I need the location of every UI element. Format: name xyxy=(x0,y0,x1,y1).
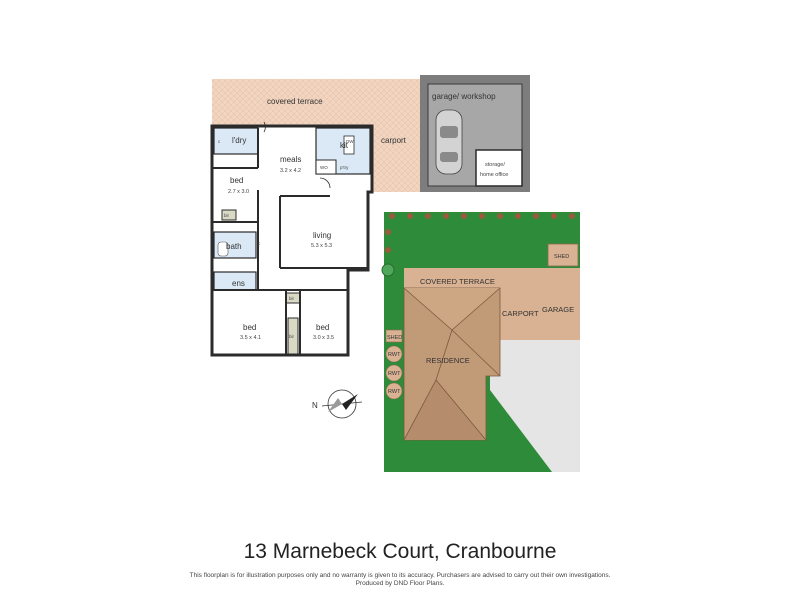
label-ensuite: ens xyxy=(232,279,245,288)
producer-credit: Produced by DND Floor Plans. xyxy=(355,580,445,587)
label-living: living xyxy=(313,231,331,240)
label-bed-1-dim: 2.7 x 3.0 xyxy=(228,189,249,195)
site-label-residence: RESIDENCE xyxy=(426,356,470,365)
site-label-rwt-3: RWT xyxy=(388,389,401,395)
label-bed-2: bed xyxy=(243,323,256,332)
site-label-covered-terrace: COVERED TERRACE xyxy=(420,277,495,286)
label-living-dim: 5.3 x 5.3 xyxy=(311,243,332,249)
site-label-shed-side: SHED xyxy=(387,335,402,341)
disclaimer-block: This floorplan is for illustration purpo… xyxy=(0,572,800,588)
tree-icon xyxy=(381,263,395,277)
site-label-carport: CARPORT xyxy=(502,309,539,318)
rwt-tank-3 xyxy=(385,382,403,400)
label-garage-workshop: garage/ workshop xyxy=(432,92,496,101)
label-covered-terrace: covered terrace xyxy=(267,97,323,106)
site-label-rwt-1: RWT xyxy=(388,352,401,358)
label-carport: carport xyxy=(381,136,407,145)
label-cupboard-2: c xyxy=(258,241,261,246)
site-carport-garage xyxy=(500,288,580,340)
bir-closet-1 xyxy=(221,209,237,221)
label-meals-dim: 3.2 x 4.2 xyxy=(280,168,301,174)
page-title: 13 Marnebeck Court, Cranbourne xyxy=(243,540,557,563)
label-bed-2-dim: 3.5 x 4.1 xyxy=(240,335,261,341)
covered-terrace-area xyxy=(212,79,420,126)
storage-room xyxy=(475,149,523,187)
label-bir-3: bir xyxy=(289,334,295,339)
label-bed-3: bed xyxy=(316,323,329,332)
label-bir-2: bir xyxy=(289,296,295,301)
house-outline xyxy=(210,124,374,357)
car-icon xyxy=(435,109,463,175)
floor-plan: covered terrace garage/ workshop carport… xyxy=(210,75,530,357)
site-residence-roof xyxy=(403,287,501,441)
label-bed-3-dim: 3.0 x 3.5 xyxy=(313,335,334,341)
label-bed-1: bed xyxy=(230,176,243,185)
rwt-tank-1 xyxy=(385,345,403,363)
site-shed-side xyxy=(385,329,403,343)
site-covered-terrace xyxy=(404,268,580,288)
compass-north-label: N xyxy=(312,401,318,410)
bir-closet-3 xyxy=(287,317,299,355)
label-storage-1: storage/ xyxy=(485,162,505,168)
label-pantry: p'try xyxy=(340,165,349,170)
label-laundry: l'dry xyxy=(232,136,246,145)
disclaimer-text: This floorplan is for illustration purpo… xyxy=(189,572,611,579)
label-kitchen: kit xyxy=(340,141,349,150)
door-swing xyxy=(319,177,331,189)
site-label-rwt-2: RWT xyxy=(388,371,401,377)
kitchen-room xyxy=(315,127,371,175)
label-bir-1: bir xyxy=(224,213,230,218)
compass-icon: N xyxy=(312,389,363,419)
site-label-shed-top: SHED xyxy=(554,254,569,260)
label-meals: meals xyxy=(280,155,301,164)
label-storage-2: home office xyxy=(480,172,508,178)
site-label-garage: GARAGE xyxy=(542,305,574,314)
carport-area xyxy=(372,126,420,192)
site-driveway xyxy=(490,340,580,472)
label-wo: WO xyxy=(320,165,328,170)
label-bath: bath xyxy=(226,242,242,251)
door-swing xyxy=(263,121,266,133)
rwt-tank-2 xyxy=(385,364,403,382)
label-dw: DW xyxy=(346,139,354,144)
shrub-border xyxy=(385,213,575,253)
site-plan: SHED COVERED TERRACE CARPORT GARAGE SHED… xyxy=(381,212,580,472)
label-cupboard-1: c xyxy=(218,139,221,144)
site-shed-top xyxy=(547,243,579,267)
internal-walls xyxy=(212,128,368,355)
